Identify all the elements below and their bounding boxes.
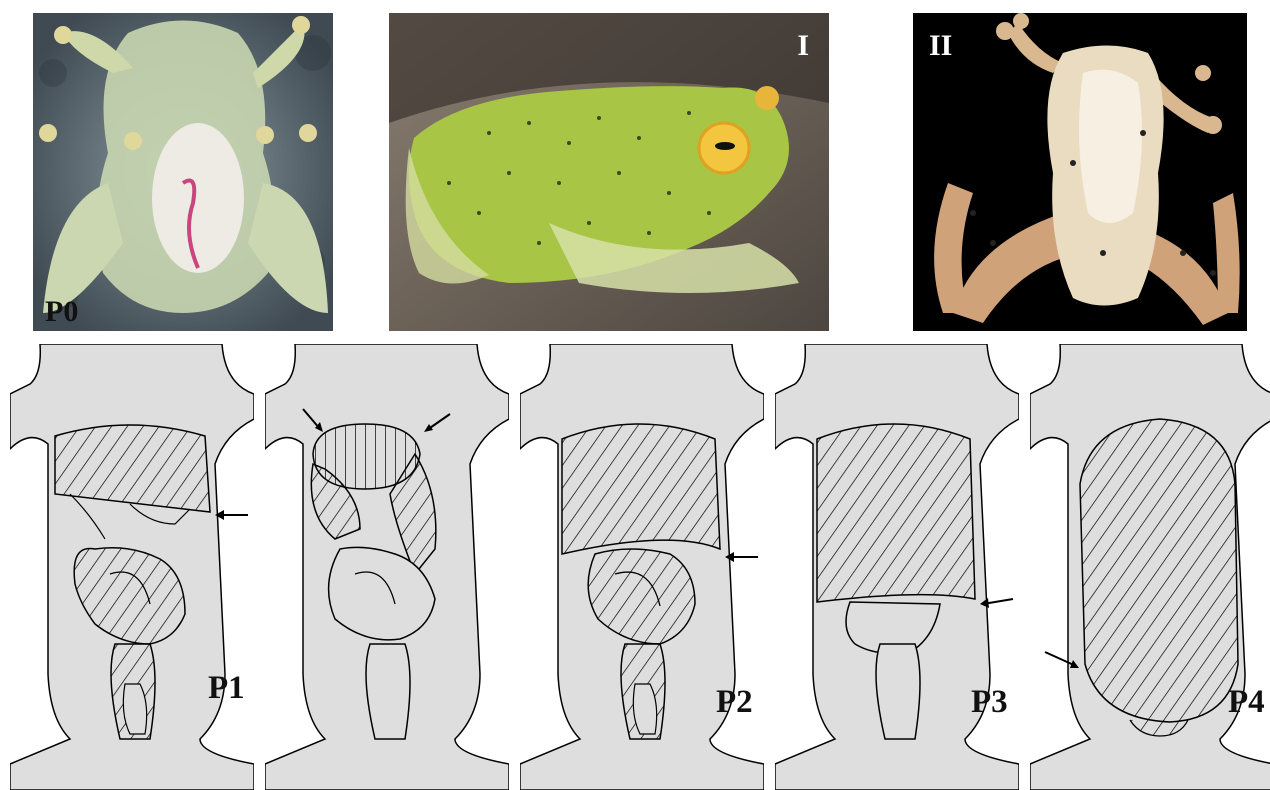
photo-label-p0: P0 (45, 297, 78, 327)
photo-i-green-glassfrog: I (389, 13, 829, 331)
diagram-panel-p4: P4 (1030, 344, 1270, 790)
diagram-panel-p3: P3 (775, 344, 1019, 790)
photo-p0-dorsal-transparent-frog: P0 (33, 13, 333, 331)
diagram-p3 (775, 344, 1019, 790)
diagram-p4 (1030, 344, 1270, 790)
diagram-label-p3: P3 (971, 686, 1008, 719)
frog-i-illustration (389, 13, 829, 331)
diagram-panel-intermediate (265, 344, 509, 790)
frog-p0-illustration (33, 13, 333, 331)
diagram-p1 (10, 344, 254, 790)
diagram-panel-p2: P2 (520, 344, 764, 790)
diagram-label-p4: P4 (1228, 686, 1265, 719)
photo-label-ii: II (929, 31, 952, 61)
diagram-label-p2: P2 (716, 686, 753, 719)
diagram-label-p1: P1 (208, 672, 245, 705)
diagram-panel-p1: P1 (10, 344, 254, 790)
photo-label-i: I (797, 31, 809, 61)
photo-ii-ventral-frog: II (913, 13, 1247, 331)
diagram-p2 (520, 344, 764, 790)
frog-ii-illustration (913, 13, 1247, 331)
diagram-intermediate (265, 344, 509, 790)
